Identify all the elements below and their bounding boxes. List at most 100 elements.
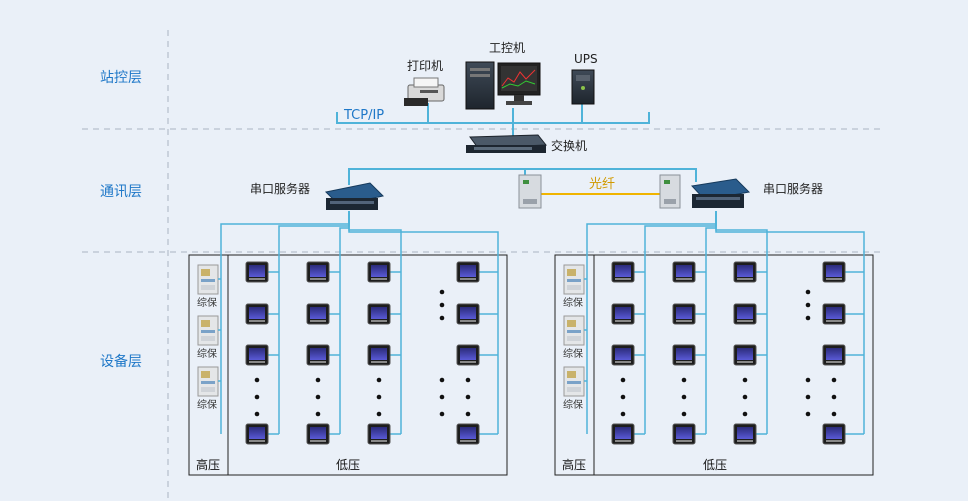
ellipsis-dot bbox=[742, 394, 748, 400]
ellipsis-dot bbox=[831, 394, 837, 400]
ellipsis-dot bbox=[254, 411, 260, 417]
power-meter-icon bbox=[733, 261, 757, 283]
protection-relay-icon bbox=[563, 366, 585, 397]
power-meter-icon bbox=[367, 423, 391, 445]
serial-server-left-label: 串口服务器 bbox=[250, 181, 310, 196]
protection-label: 综保 bbox=[563, 398, 583, 411]
power-meter-icon bbox=[367, 303, 391, 325]
protection-label: 综保 bbox=[197, 296, 217, 309]
ellipsis-dot bbox=[805, 394, 811, 400]
rs485-line bbox=[339, 211, 350, 434]
ellipsis-dot bbox=[742, 411, 748, 417]
ellipsis-dot bbox=[620, 411, 626, 417]
serial-server-right-label: 串口服务器 bbox=[763, 181, 823, 196]
protection-label: 综保 bbox=[197, 347, 217, 360]
ellipsis-dot bbox=[254, 394, 260, 400]
power-meter-icon bbox=[245, 261, 269, 283]
ellipsis-dot bbox=[439, 394, 445, 400]
power-meter-icon bbox=[611, 344, 635, 366]
protection-relay-icon bbox=[563, 264, 585, 295]
power-meter-icon bbox=[733, 423, 757, 445]
rs485-line bbox=[348, 211, 499, 434]
ellipsis-dot bbox=[439, 289, 445, 295]
printer-icon bbox=[404, 77, 445, 106]
power-meter-icon bbox=[306, 344, 330, 366]
device-group-left-frame bbox=[188, 254, 508, 476]
ellipsis-dot bbox=[376, 377, 382, 383]
ellipsis-dot bbox=[805, 302, 811, 308]
power-meter-icon bbox=[306, 423, 330, 445]
ellipsis-dot bbox=[465, 394, 471, 400]
power-meter-icon bbox=[456, 261, 480, 283]
ellipsis-dot bbox=[439, 411, 445, 417]
protection-relay-icon bbox=[197, 264, 219, 295]
ellipsis-dot bbox=[254, 377, 260, 383]
power-meter-icon bbox=[456, 303, 480, 325]
ellipsis-dot bbox=[315, 394, 321, 400]
ellipsis-dot bbox=[805, 289, 811, 295]
hv-label-right: 高压 bbox=[562, 457, 586, 472]
ellipsis-dot bbox=[681, 411, 687, 417]
station-layer-label: 站控层 bbox=[100, 70, 142, 86]
tcp-ip-label: TCP/IP bbox=[343, 108, 384, 123]
rs485-line bbox=[220, 211, 350, 434]
power-meter-icon bbox=[672, 261, 696, 283]
serial-server-icon bbox=[690, 178, 751, 208]
ellipsis-dot bbox=[620, 377, 626, 383]
ellipsis-dot bbox=[465, 377, 471, 383]
power-meter-icon bbox=[245, 303, 269, 325]
power-meter-icon bbox=[245, 423, 269, 445]
protection-relay-icon bbox=[197, 315, 219, 346]
rs485-line bbox=[705, 211, 717, 434]
ups-icon bbox=[571, 69, 595, 105]
device-group-right-frame bbox=[554, 254, 874, 476]
ellipsis-dot bbox=[315, 411, 321, 417]
power-meter-icon bbox=[306, 303, 330, 325]
hv-label-left: 高压 bbox=[196, 457, 220, 472]
protection-label: 综保 bbox=[563, 296, 583, 309]
power-meter-icon bbox=[672, 344, 696, 366]
ellipsis-dot bbox=[805, 411, 811, 417]
fiber-converter-icon bbox=[659, 174, 681, 209]
power-meter-icon bbox=[733, 303, 757, 325]
switch-label: 交换机 bbox=[551, 138, 587, 153]
fiber-label: 光纤 bbox=[589, 177, 615, 192]
fiber-converter-icon bbox=[518, 174, 542, 209]
power-meter-icon bbox=[611, 303, 635, 325]
ellipsis-dot bbox=[681, 394, 687, 400]
industrial-pc-icon bbox=[465, 61, 541, 110]
power-meter-icon bbox=[733, 344, 757, 366]
ellipsis-dot bbox=[465, 411, 471, 417]
ellipsis-dot bbox=[805, 315, 811, 321]
power-meter-icon bbox=[611, 261, 635, 283]
power-meter-icon bbox=[456, 423, 480, 445]
power-meter-icon bbox=[456, 344, 480, 366]
ellipsis-dot bbox=[805, 377, 811, 383]
lv-label-right: 低压 bbox=[703, 458, 727, 472]
ellipsis-dot bbox=[376, 394, 382, 400]
ellipsis-dot bbox=[439, 377, 445, 383]
ups-label: UPS bbox=[574, 52, 598, 66]
power-meter-icon bbox=[367, 261, 391, 283]
power-meter-icon bbox=[822, 423, 846, 445]
power-meter-icon bbox=[822, 303, 846, 325]
network-switch-icon bbox=[466, 134, 548, 153]
power-meter-icon bbox=[822, 261, 846, 283]
protection-label: 综保 bbox=[197, 398, 217, 411]
ellipsis-dot bbox=[439, 315, 445, 321]
protection-relay-icon bbox=[197, 366, 219, 397]
power-meter-icon bbox=[306, 261, 330, 283]
ellipsis-dot bbox=[831, 377, 837, 383]
ellipsis-dot bbox=[315, 377, 321, 383]
ellipsis-dot bbox=[620, 394, 626, 400]
power-meter-icon bbox=[672, 303, 696, 325]
ellipsis-dot bbox=[742, 377, 748, 383]
protection-relay-icon bbox=[563, 315, 585, 346]
power-meter-icon bbox=[611, 423, 635, 445]
rs485-line bbox=[586, 211, 717, 434]
tcp-ip-bus bbox=[336, 103, 650, 137]
power-meter-icon bbox=[822, 344, 846, 366]
comm-layer-label: 通讯层 bbox=[100, 184, 142, 200]
